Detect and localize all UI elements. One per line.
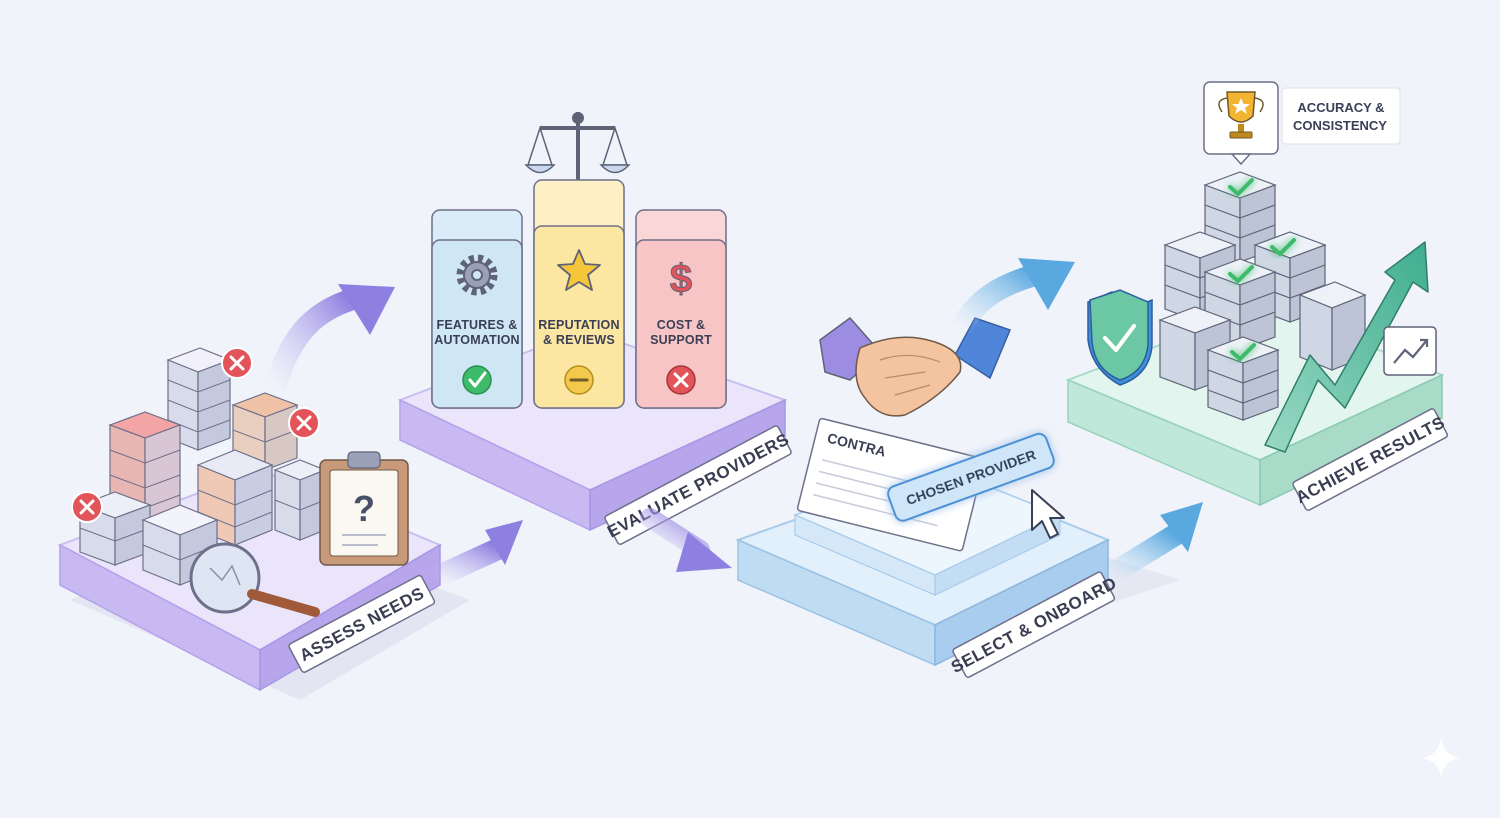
check-icon [462,365,492,395]
shield-check-icon [1087,289,1153,386]
error-x-icon [71,491,103,523]
dollar-icon: $ [670,257,692,301]
data-stack-7 [273,459,327,541]
criterion-line2: & REVIEWS [543,333,615,347]
flow-arrow-2 [419,520,523,591]
badge-line2: CONSISTENCY [1293,118,1387,133]
stage-select: CONTRA CHOSEN PROVIDER SELECT & ONBOARD [735,316,1180,678]
contract-document: CONTRA [796,417,986,552]
stage-achieve: ACCURACY & CONSISTENCY ACHIEVE RESULTS [1065,81,1448,511]
badge-line1: ACCURACY & [1297,100,1384,115]
flow-arrow-3 [640,508,732,572]
criterion-line2: SUPPORT [650,333,712,347]
trophy-icon [1218,91,1264,139]
sparkle-icon [1422,737,1460,779]
clipboard-icon: ? [319,451,409,566]
server-stack [1158,171,1367,421]
magnifier-icon [189,542,320,617]
criterion-line1: REPUTATION [538,318,619,332]
data-stack-6 [141,504,219,586]
gear-icon [456,254,498,296]
question-mark: ? [353,488,375,529]
criterion-features: FEATURES & AUTOMATION [431,209,523,409]
x-icon [666,365,696,395]
minus-icon [564,365,594,395]
criterion-line1: FEATURES & [437,318,518,332]
line-chart-icon [1383,326,1437,376]
accuracy-badge: ACCURACY & CONSISTENCY [1203,81,1401,166]
data-stack-1 [166,347,232,451]
criterion-line2: AUTOMATION [434,333,520,347]
star-icon [557,249,601,291]
data-stack-4 [196,449,274,546]
error-x-icon [288,407,320,439]
handshake-icon [819,316,1011,417]
criterion-cost: $ COST & SUPPORT [635,209,727,409]
flow-arrow-4 [949,258,1075,341]
criterion-line1: COST & [657,318,705,332]
criterion-reputation: REPUTATION & REVIEWS [533,179,625,409]
flow-arrow-1 [264,284,395,401]
stage-evaluate: FEATURES & AUTOMATION REPUTATION & REVIE… [397,112,792,545]
error-x-icon [221,347,253,379]
cursor-icon [1031,489,1065,539]
stage-assess: ? ASSESS NEEDS [57,347,470,700]
growth-arrow-icon [1264,241,1429,453]
flow-arrow-5 [1099,502,1203,586]
check-icon [1228,178,1296,361]
